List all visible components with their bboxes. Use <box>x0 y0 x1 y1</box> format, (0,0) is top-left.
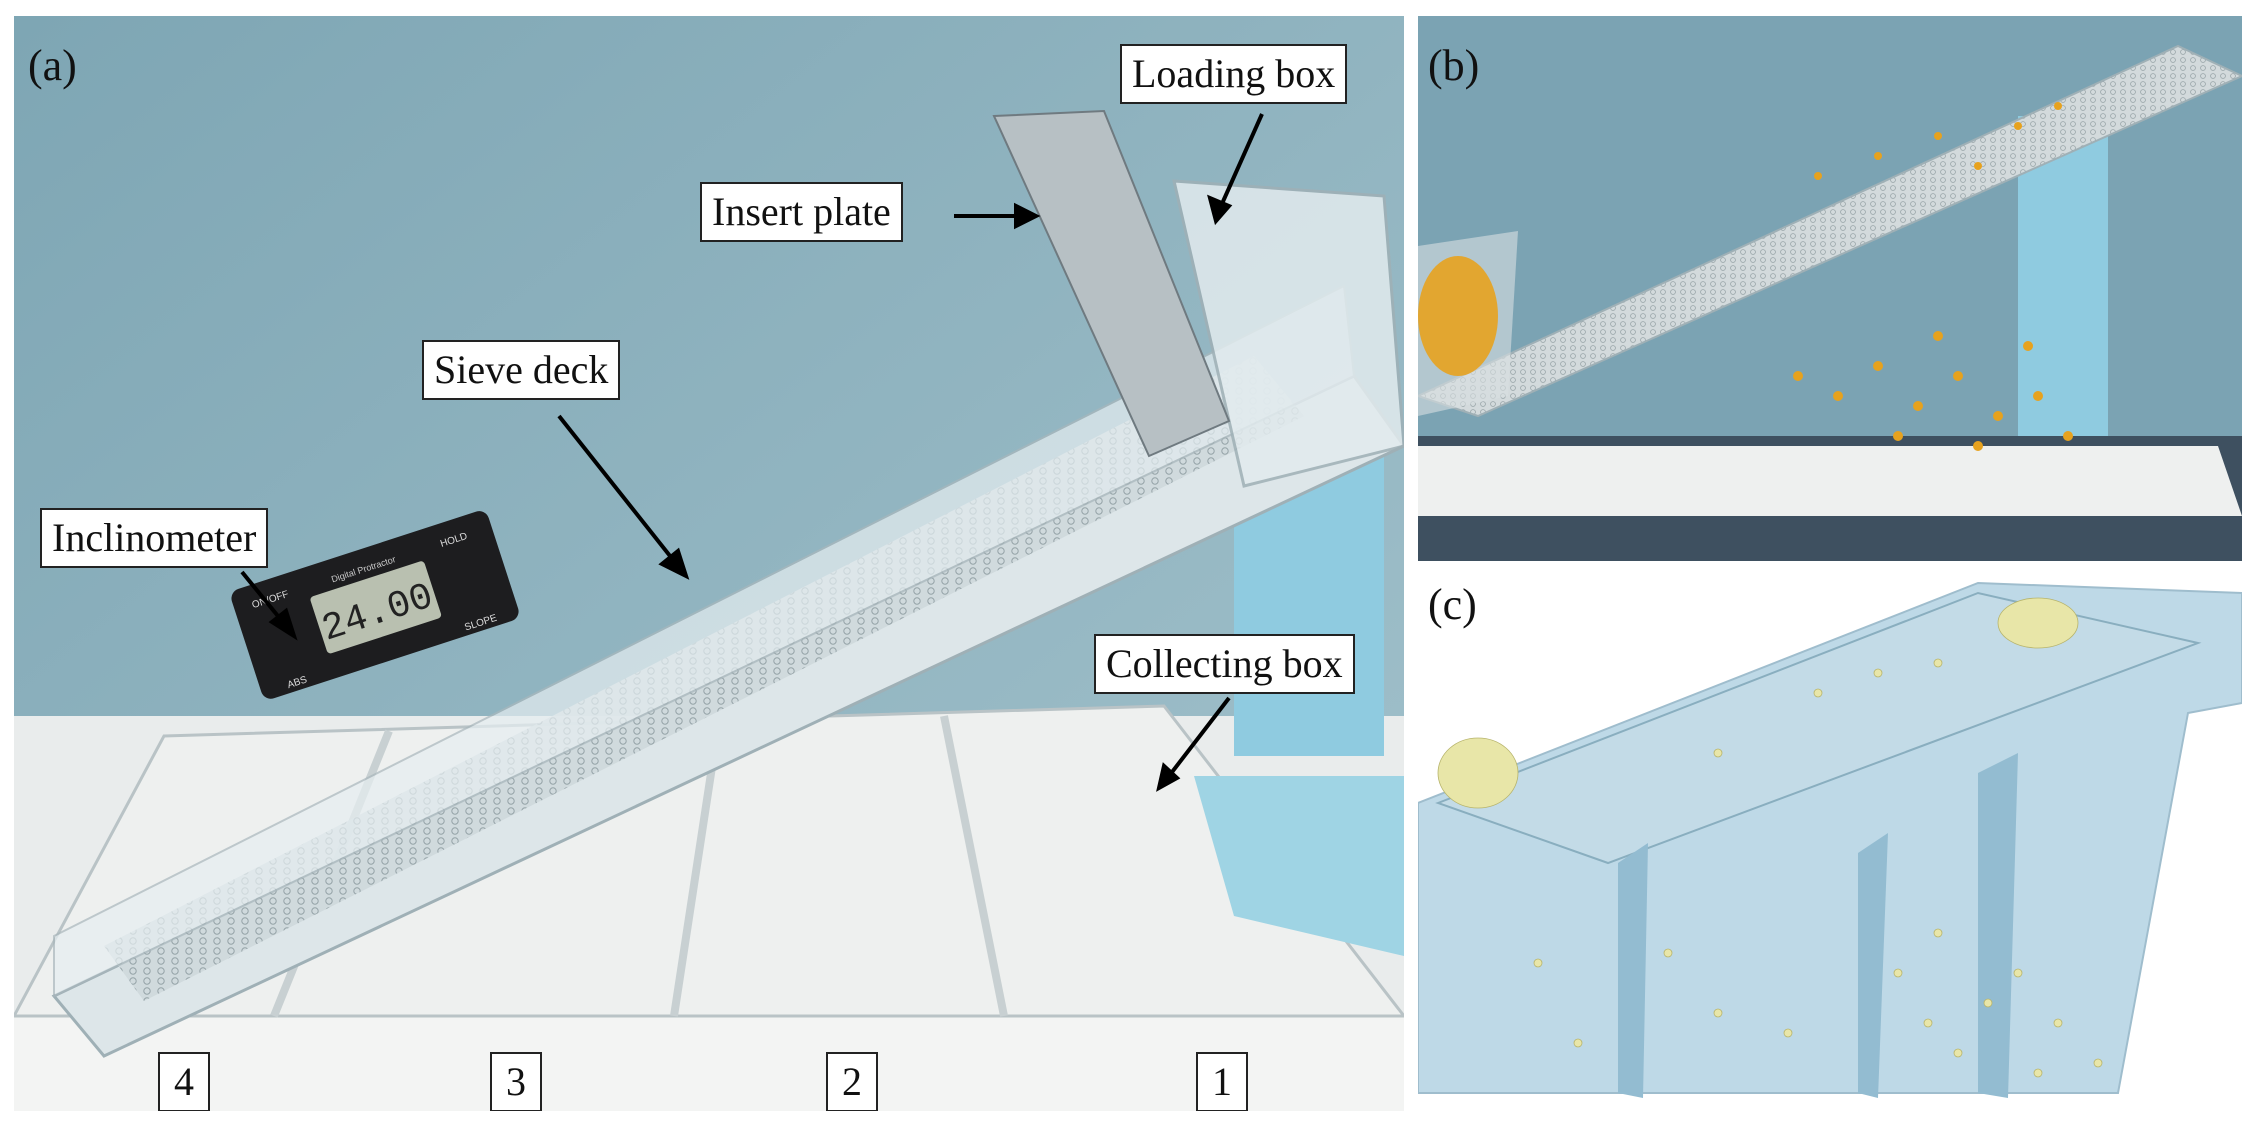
panel-c-letter: (c) <box>1428 580 1477 629</box>
label-sieve-deck: Sieve deck <box>422 340 621 400</box>
panel-b-letter: (b) <box>1428 41 1480 90</box>
corn-kernels <box>1418 102 2073 451</box>
label-insert-plate: Insert plate <box>700 182 903 242</box>
panel-a-photo: 24.00 ON/OFF HOLD ABS SLOPE Digital Prot… <box>14 16 1404 1111</box>
panel-b-illustration <box>1418 16 2242 561</box>
label-loading-box: Loading box <box>1120 44 1348 104</box>
annotation-arrows <box>240 113 1264 792</box>
inclinometer-device: 24.00 ON/OFF HOLD ABS SLOPE Digital Prot… <box>231 511 519 699</box>
simulated-particles <box>1437 597 2103 1078</box>
label-inclinometer: Inclinometer <box>40 508 269 568</box>
panel-c-simulation: (c) <box>1418 573 2242 1111</box>
panel-a-letter: (a) <box>28 41 77 90</box>
panel-c-illustration <box>1418 581 2242 1098</box>
label-collecting-box: Collecting box <box>1094 634 1355 694</box>
compartment-label-2: 2 <box>826 1052 878 1111</box>
compartment-label-4: 4 <box>158 1052 210 1111</box>
compartment-label-1: 1 <box>1196 1052 1248 1111</box>
panel-b-photo: (b) <box>1418 16 2242 561</box>
compartment-label-3: 3 <box>490 1052 542 1111</box>
